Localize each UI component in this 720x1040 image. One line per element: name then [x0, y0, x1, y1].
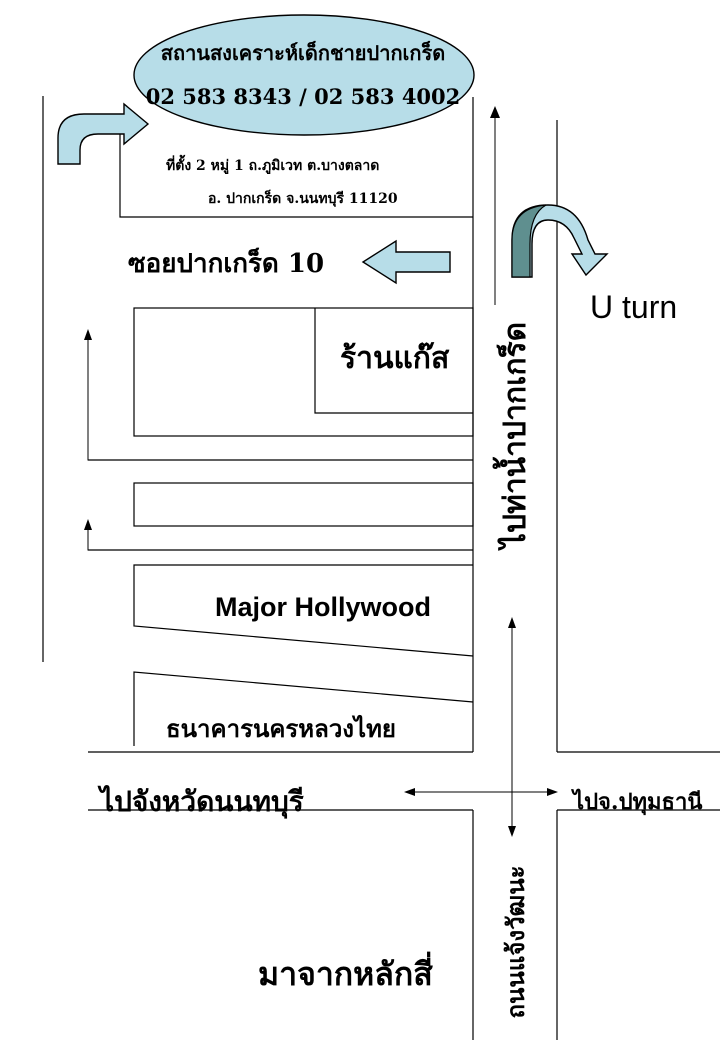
- u-turn-label: U turn: [590, 289, 677, 325]
- phone-numbers: 02 583 8343 / 02 583 4002: [146, 84, 461, 109]
- up-arrow-icon: [84, 329, 473, 461]
- small-block: [133, 482, 474, 527]
- major-hollywood-label: Major Hollywood: [215, 592, 431, 622]
- u-turn-arrow-icon: [511, 204, 609, 278]
- thin-arrows: [84, 106, 558, 837]
- buildings: [119, 128, 474, 746]
- bank-label: ธนาคารนครหลวงไทย: [166, 714, 396, 743]
- address-line-1: ที่ตั้ง 2 หมู่ 1 ถ.ภูมิเวท ต.บางตลาด: [166, 154, 379, 174]
- gas-shop-block: [133, 307, 474, 437]
- to-pier-label: ไปท่าน้ำปากเกร็ด: [492, 322, 533, 551]
- up-arrow-icon: [84, 519, 473, 551]
- left-block-arrow-icon: [361, 239, 451, 285]
- double-arrow-icon: [404, 788, 558, 796]
- road-lines: [42, 96, 720, 1040]
- orphanage-name: สถานสงเคราะห์เด็กชายปากเกร็ด: [161, 40, 445, 65]
- orphanage-sign: สถานสงเคราะห์เด็กชายปากเกร็ด 02 583 8343…: [133, 14, 475, 136]
- soi-label: ซอยปากเกร็ด 10: [128, 247, 324, 279]
- gas-shop-label: ร้านแก๊ส: [340, 341, 450, 376]
- major-hollywood-block: [133, 564, 474, 657]
- curved-arrow-icon: [57, 102, 150, 165]
- up-arrow-icon: [490, 106, 500, 305]
- address-line-2: อ. ปากเกร็ด จ.นนทบุรี 11120: [208, 189, 398, 207]
- bank-block: [133, 671, 474, 746]
- chaeng-road-label: ถนนแจ้งวัฒนะ: [501, 865, 530, 1018]
- to-nonthaburi-label: ไปจังหวัดนนทบุรี: [97, 785, 304, 819]
- double-arrow-icon: [508, 617, 516, 837]
- from-laksi-label: มาจากหลักสี่: [258, 951, 433, 993]
- to-pathum-label: ไปจ.ปทุมธานี: [571, 788, 702, 816]
